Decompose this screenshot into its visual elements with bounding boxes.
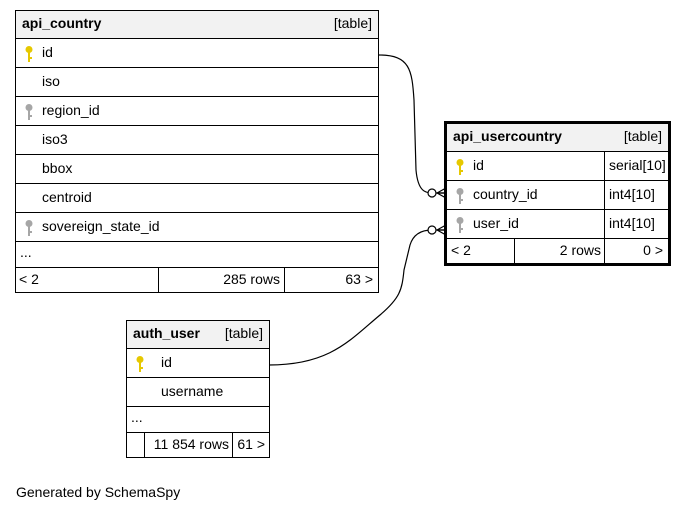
table-kind: [table] xyxy=(224,325,263,341)
table-name: api_country xyxy=(22,15,102,31)
column-name: iso xyxy=(42,73,60,89)
column-type: int4[10] xyxy=(604,210,668,238)
table-header: api_country [table] xyxy=(16,11,378,39)
children-link[interactable]: 0 > xyxy=(643,242,663,258)
column-row[interactable]: region_id xyxy=(16,97,378,126)
table-kind: [table] xyxy=(333,15,372,31)
column-name: centroid xyxy=(42,189,92,205)
column-row[interactable]: id xyxy=(127,349,269,378)
column-name: bbox xyxy=(42,160,73,176)
table-api-country[interactable]: api_country [table] id iso region_id iso… xyxy=(15,10,379,293)
column-name: sovereign_state_id xyxy=(42,218,160,234)
ellipsis-text: ... xyxy=(20,244,32,260)
column-name: username xyxy=(161,383,224,399)
primary-key-icon xyxy=(136,356,144,372)
table-name: api_usercountry xyxy=(453,128,562,144)
column-name: region_id xyxy=(42,102,100,118)
more-columns-ellipsis: ... xyxy=(16,242,378,268)
column-row[interactable]: user_id int4[10] xyxy=(447,210,668,239)
table-header: api_usercountry [table] xyxy=(447,124,668,152)
foreign-key-icon xyxy=(25,104,33,120)
column-row[interactable]: centroid xyxy=(16,184,378,213)
column-name: id xyxy=(161,354,172,370)
column-name: id xyxy=(473,157,484,173)
column-type: serial[10] xyxy=(604,152,668,180)
column-name: iso3 xyxy=(42,131,68,147)
generated-by-caption: Generated by SchemaSpy xyxy=(16,484,181,500)
parents-link[interactable] xyxy=(127,433,145,457)
row-count: 11 854 rows xyxy=(145,433,233,457)
primary-key-icon xyxy=(25,46,33,62)
ellipsis-text: ... xyxy=(131,409,143,425)
relationship-optional-marker xyxy=(427,188,437,198)
table-kind: [table] xyxy=(623,128,662,144)
parents-link[interactable]: < 2 xyxy=(447,239,515,263)
column-row[interactable]: sovereign_state_id xyxy=(16,213,378,242)
parents-link[interactable]: < 2 xyxy=(16,268,159,292)
children-link[interactable]: 63 > xyxy=(345,271,373,287)
foreign-key-icon xyxy=(456,188,464,204)
foreign-key-icon xyxy=(456,217,464,233)
children-link[interactable]: 61 > xyxy=(237,436,265,452)
column-row[interactable]: iso xyxy=(16,68,378,97)
column-name: user_id xyxy=(473,215,519,231)
column-name: id xyxy=(42,44,53,60)
table-api-usercountry[interactable]: api_usercountry [table] id serial[10] co… xyxy=(444,121,671,266)
table-footer: < 2 2 rows 0 > xyxy=(447,239,668,263)
relationship-line-country xyxy=(378,54,446,194)
column-row[interactable]: iso3 xyxy=(16,126,378,155)
table-auth-user[interactable]: auth_user [table] id username ... 11 854… xyxy=(126,320,270,458)
column-name: country_id xyxy=(473,186,538,202)
table-footer: 11 854 rows 61 > xyxy=(127,433,269,457)
table-header: auth_user [table] xyxy=(127,321,269,349)
table-name: auth_user xyxy=(133,325,200,341)
column-row[interactable]: bbox xyxy=(16,155,378,184)
column-row[interactable]: country_id int4[10] xyxy=(447,181,668,210)
relationship-line-user xyxy=(268,229,446,366)
column-row[interactable]: username xyxy=(127,378,269,407)
row-count: 285 rows xyxy=(159,268,285,292)
primary-key-icon xyxy=(456,159,464,175)
column-type: int4[10] xyxy=(604,181,668,209)
foreign-key-icon xyxy=(25,220,33,236)
more-columns-ellipsis: ... xyxy=(127,407,269,433)
table-footer: < 2 285 rows 63 > xyxy=(16,268,378,292)
column-row[interactable]: id serial[10] xyxy=(447,152,668,181)
column-row[interactable]: id xyxy=(16,39,378,68)
relationship-optional-marker xyxy=(427,225,437,235)
row-count: 2 rows xyxy=(515,239,605,263)
